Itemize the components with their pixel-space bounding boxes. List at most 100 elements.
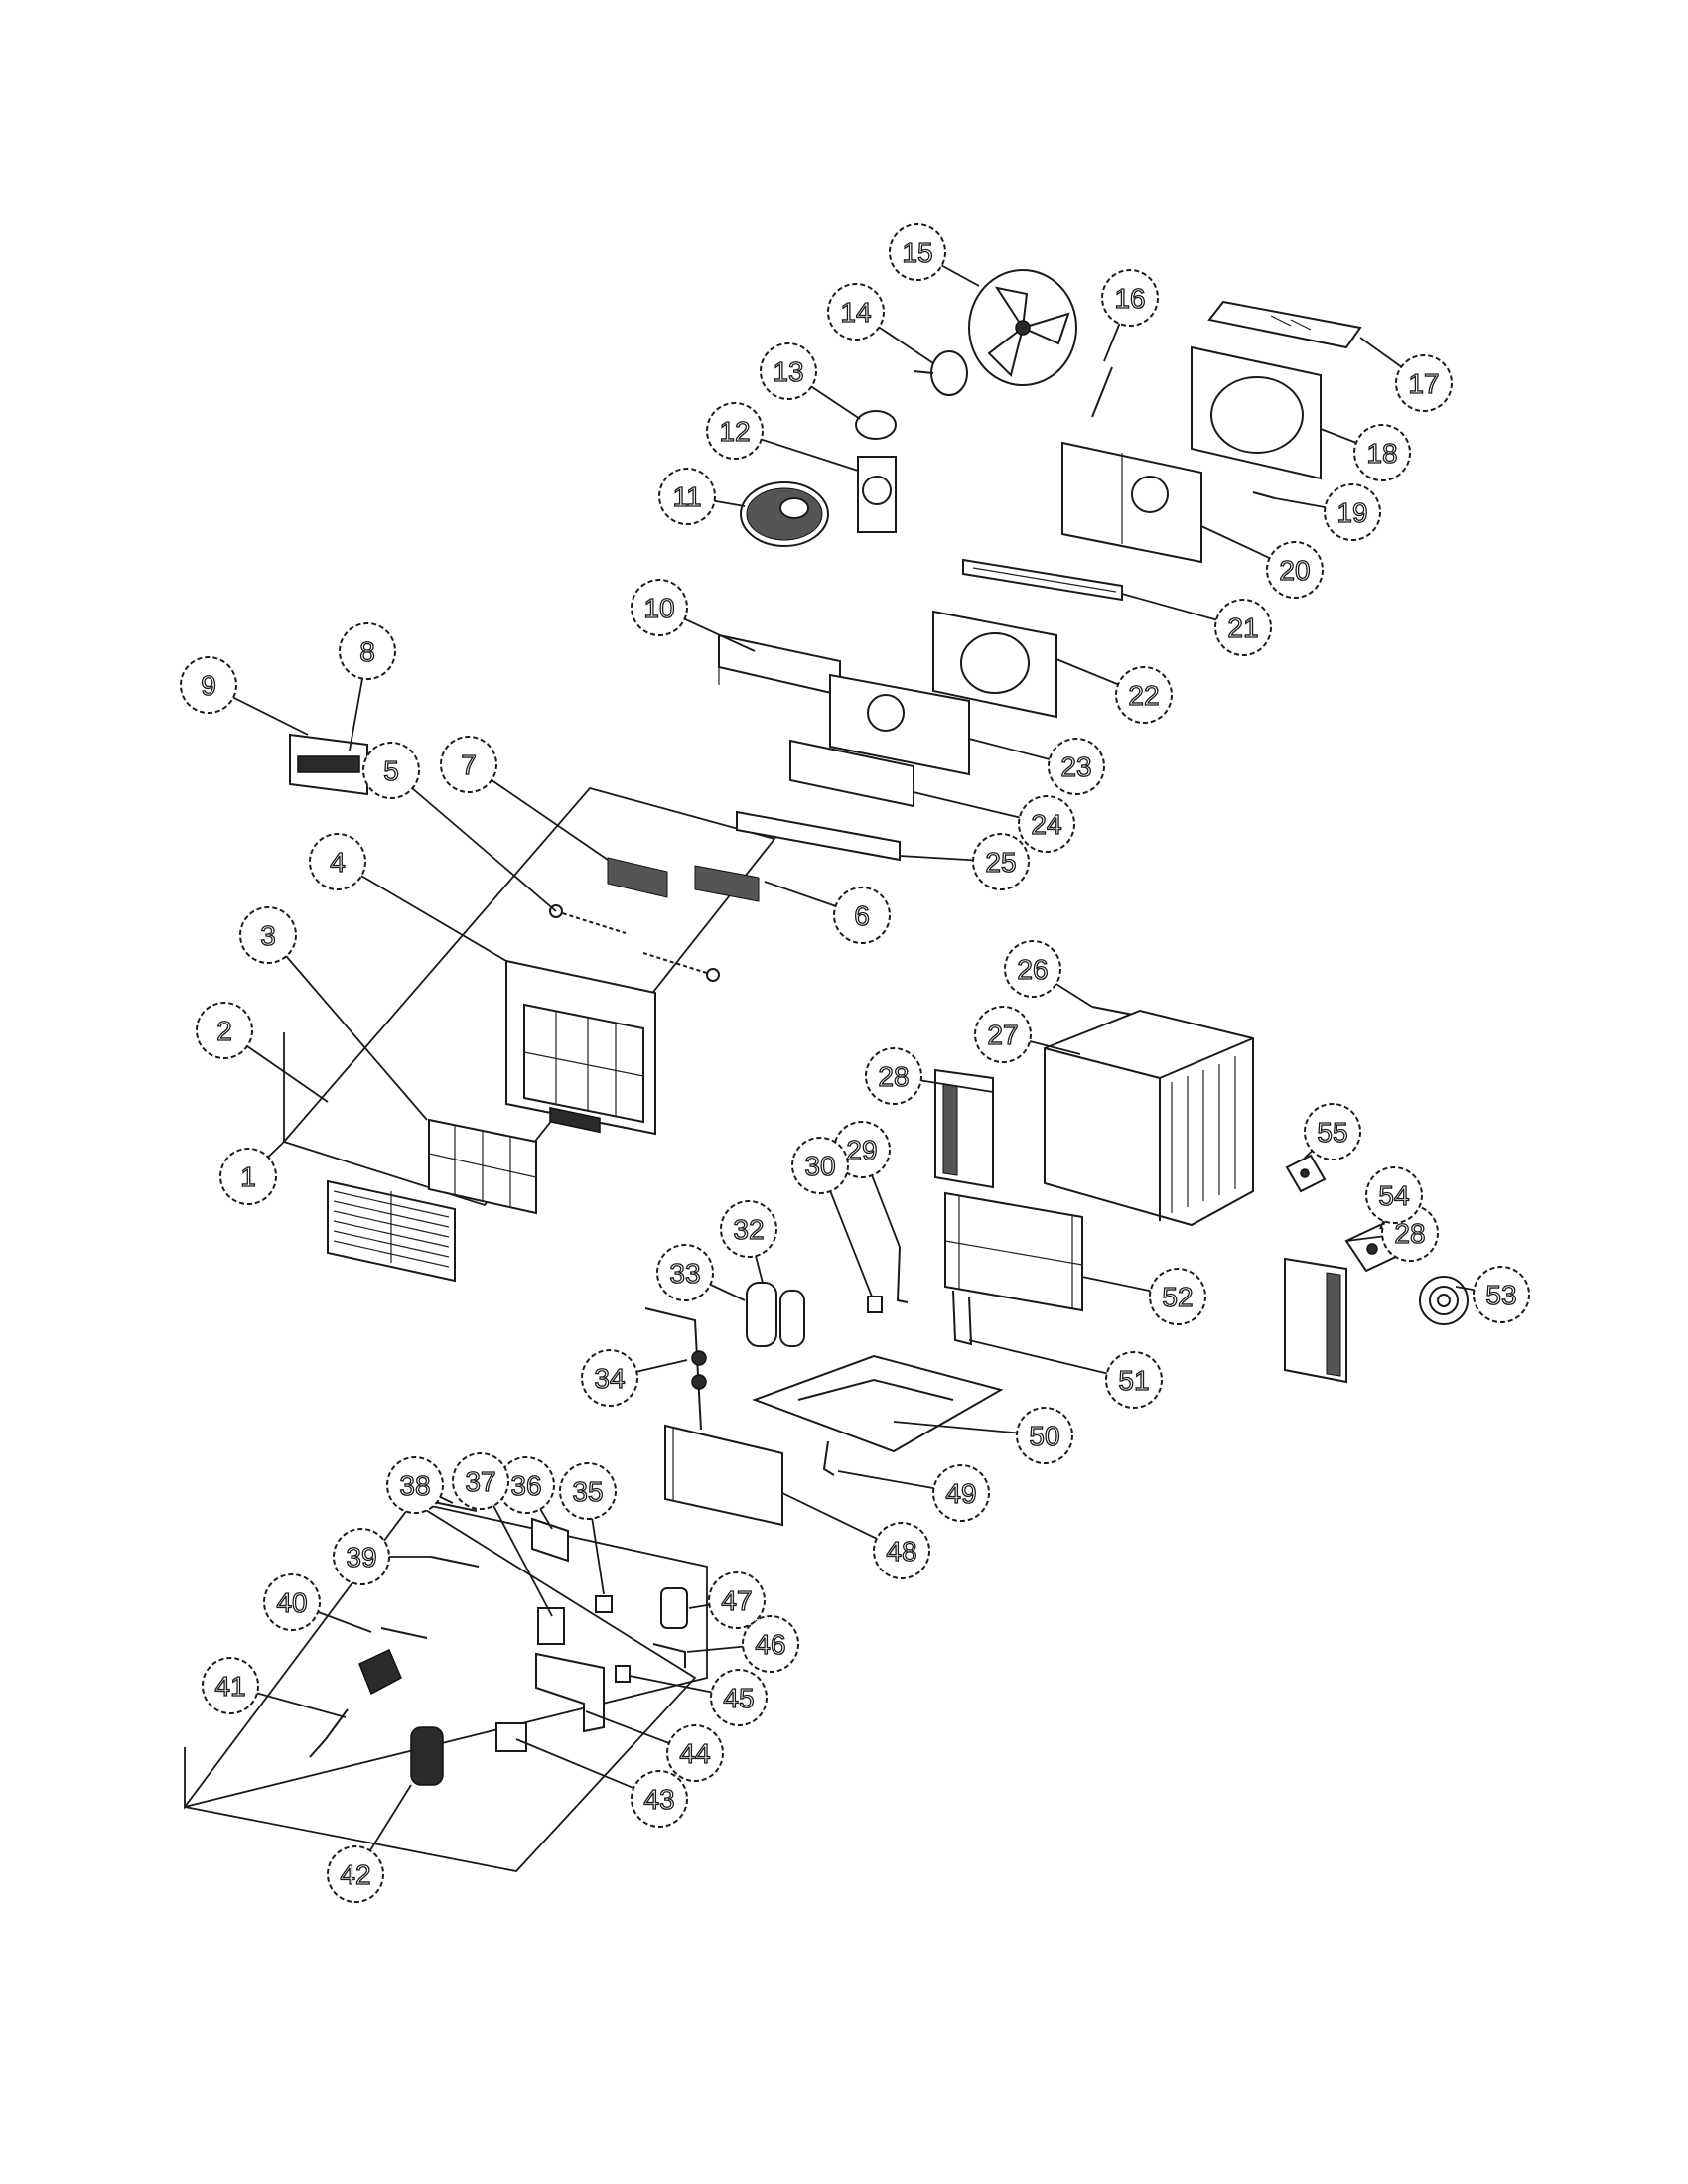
callout-circle (333, 1528, 390, 1585)
callout-circle (497, 1456, 555, 1514)
callout-number: 13 (773, 356, 803, 387)
callout-43: 43 (631, 1770, 688, 1828)
callout-circle (1004, 940, 1061, 998)
callout-number: 27 (987, 1020, 1018, 1050)
callout-29: 29 (833, 1121, 891, 1178)
callout-51: 51 (1105, 1351, 1163, 1409)
callout-24: 24 (1018, 795, 1075, 853)
callout-circle (708, 1571, 766, 1629)
callout-45: 45 (710, 1669, 768, 1726)
callout-circle (631, 579, 688, 636)
callout-circle (239, 906, 297, 964)
callout-number: 2 (216, 1016, 232, 1046)
callout-number: 12 (719, 416, 750, 447)
callout-3: 3 (239, 906, 297, 964)
callout-number: 6 (854, 900, 870, 931)
callout-number: 21 (1227, 613, 1258, 643)
callout-number: 28 (1394, 1218, 1425, 1249)
callout-circle (1473, 1266, 1530, 1323)
panel-part-24 (789, 739, 914, 808)
callout-circle (1324, 483, 1381, 541)
callout-number: 24 (1031, 809, 1061, 840)
clip-part-54 (1285, 1154, 1327, 1193)
callout-35: 35 (559, 1462, 617, 1520)
bulkhead-part (829, 673, 970, 776)
callout-circle (1365, 1166, 1423, 1224)
callout-circle (889, 223, 946, 281)
callout-number: 8 (359, 636, 375, 667)
callout-number: 23 (1060, 751, 1091, 782)
callout-37: 37 (452, 1452, 509, 1510)
callout-circle (1266, 541, 1324, 599)
leader-lines (208, 251, 1502, 1875)
callout-number: 54 (1378, 1180, 1409, 1211)
callout-circle (1214, 599, 1272, 656)
blower-wheel-part (740, 481, 829, 547)
callout-circle (720, 1200, 777, 1258)
callout-circle (656, 1244, 714, 1301)
callout-number: 40 (276, 1587, 307, 1618)
callout-number: 4 (330, 847, 346, 878)
callout-circle (196, 1002, 253, 1059)
bracket-part-10 (718, 633, 841, 697)
callout-circle (827, 283, 885, 341)
callout-circle (742, 1615, 799, 1673)
callout-10: 10 (631, 579, 688, 636)
callout-number: 18 (1366, 438, 1397, 469)
tube-part-50 (952, 1290, 973, 1346)
callout-19: 19 (1324, 483, 1381, 541)
callout-7: 7 (440, 736, 497, 793)
callout-circle (1048, 738, 1105, 795)
side-frame-part-left (934, 1068, 994, 1189)
callout-22: 22 (1115, 666, 1173, 724)
callout-circle (873, 1522, 930, 1579)
callout-number: 46 (755, 1629, 785, 1660)
cabinet-part (1044, 1009, 1254, 1227)
callout-9: 9 (180, 656, 237, 714)
callout-number: 48 (886, 1536, 916, 1567)
callout-27: 27 (974, 1006, 1032, 1063)
callout-38: 38 (386, 1456, 444, 1514)
callout-55: 55 (1304, 1103, 1361, 1160)
callout-number: 49 (945, 1478, 976, 1509)
callout-number: 20 (1279, 555, 1310, 586)
callout-circle (833, 1121, 891, 1178)
callout-50: 50 (1016, 1407, 1073, 1464)
shroud-part (1191, 345, 1322, 480)
callout-16: 16 (1101, 269, 1159, 327)
strip-part-19 (1252, 491, 1276, 499)
callout-number: 7 (461, 750, 477, 780)
callout-circle (263, 1573, 321, 1631)
scroll-housing-part (932, 610, 1057, 719)
control-badge-part (289, 733, 368, 796)
callout-number: 16 (1114, 283, 1145, 314)
callout-number: 17 (1408, 368, 1439, 399)
callout-number: 10 (643, 593, 674, 623)
control-group-outline (184, 1501, 708, 1872)
callout-labels: 1234567891011121314151617181920212223242… (180, 223, 1530, 1903)
callout-53: 53 (1473, 1266, 1530, 1323)
callout-13: 13 (760, 342, 817, 400)
callout-circle (386, 1456, 444, 1514)
callout-circle (339, 622, 396, 680)
callout-21: 21 (1214, 599, 1272, 656)
sensor-part-48 (822, 1440, 835, 1476)
callout-number: 50 (1029, 1421, 1059, 1451)
callout-number: 9 (201, 670, 216, 701)
callout-12: 12 (706, 402, 764, 460)
callout-circle (559, 1462, 617, 1520)
callout-number: 42 (340, 1859, 370, 1890)
side-frame-part-right (1284, 1257, 1347, 1384)
callout-number: 39 (346, 1542, 376, 1572)
control-parts (309, 1500, 688, 1786)
callout-28: 28 (865, 1047, 922, 1105)
callout-number: 51 (1118, 1365, 1149, 1396)
callout-circle (1018, 795, 1075, 853)
callout-number: 29 (846, 1135, 877, 1165)
callout-circle (1101, 269, 1159, 327)
drain-tray-part (736, 810, 901, 862)
callout-number: 19 (1336, 497, 1367, 528)
callout-number: 55 (1317, 1117, 1347, 1148)
leader-line-5 (390, 769, 557, 912)
callout-number: 37 (465, 1466, 495, 1497)
